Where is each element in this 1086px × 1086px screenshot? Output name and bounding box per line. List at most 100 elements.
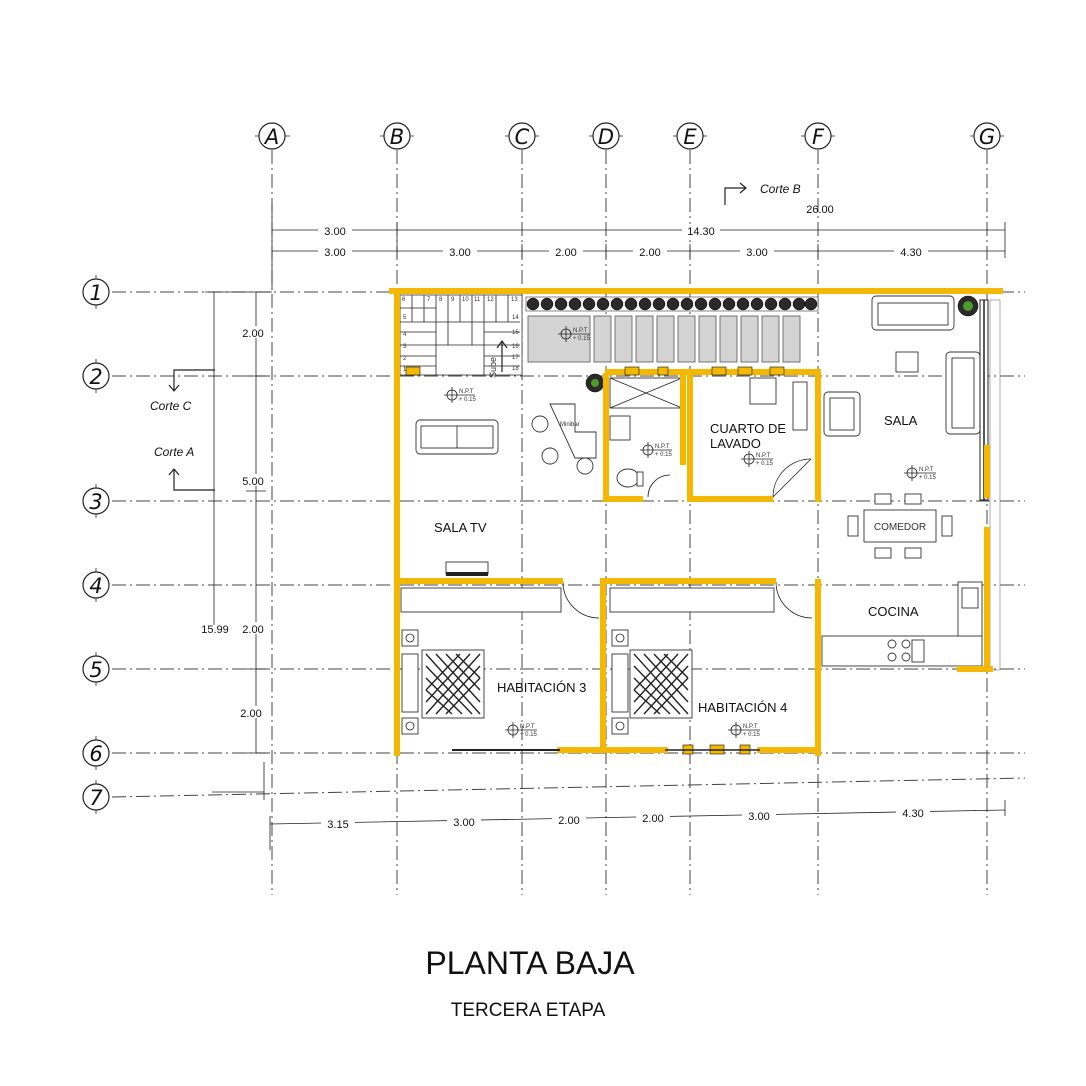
bed-habitacion-4 xyxy=(611,629,693,735)
stair-step-15: 4 xyxy=(403,332,407,338)
npt-marker-6: N.P.T + 0.15 xyxy=(505,722,538,738)
room-sala-tv: SALA TV xyxy=(434,520,487,535)
stair-step-2: 7 xyxy=(427,297,431,303)
stair-step-12: 17 xyxy=(512,355,519,361)
npt-marker-4: N.P.T + 0.15 xyxy=(741,451,774,467)
page-subtitle: TERCERA ETAPA xyxy=(451,1000,606,1021)
armchair-sala xyxy=(823,391,861,437)
planter-9 xyxy=(761,315,780,363)
room-habitacion-3: HABITACIÓN 3 xyxy=(497,680,586,695)
room-labels: SALA TV CUARTO DE LAVADO SALA COCINA HAB… xyxy=(434,413,919,715)
bubble-f-label: F xyxy=(812,125,825,149)
room-cuarto-lavado-line1: CUARTO DE xyxy=(710,421,786,436)
stair-step-5: 10 xyxy=(462,297,469,303)
door-swing-hab3 xyxy=(562,581,600,619)
bubble-d: D xyxy=(589,122,623,150)
bubble-7-label: 7 xyxy=(89,786,103,810)
bubble-7: 7 xyxy=(82,780,110,814)
corte-c-label: Corte C xyxy=(150,399,192,413)
dim-top-first: 3.00 xyxy=(324,226,345,238)
section-markers: Corte B Corte C Corte A xyxy=(150,182,801,491)
closet-habitacion-3 xyxy=(400,587,562,613)
dim-row2-2: 3.00 xyxy=(449,247,470,259)
page-title: PLANTA BAJA xyxy=(425,945,635,981)
planter-2 xyxy=(614,315,633,363)
dining-table: COMEDOR xyxy=(847,493,953,559)
stair-step-17: 2 xyxy=(403,356,407,362)
npt-value-4: + 0.15 xyxy=(756,461,774,467)
room-cuarto-lavado-line2: LAVADO xyxy=(710,436,761,451)
bubble-1: 1 xyxy=(82,275,110,309)
planter-1 xyxy=(593,315,612,363)
sofa-sala-top xyxy=(871,295,955,331)
dim-left-1: 2.00 xyxy=(242,328,263,340)
bubble-4: 4 xyxy=(82,568,110,602)
minibar-label: Minibar xyxy=(560,422,580,428)
bubble-3-label: 3 xyxy=(89,490,102,514)
planter-4 xyxy=(656,315,675,363)
furniture: Minibar xyxy=(400,295,1001,735)
npt-label-6: N.P.T xyxy=(520,724,535,730)
minibar: Minibar xyxy=(531,403,597,475)
tv-unit xyxy=(445,561,489,576)
stair-step-1: 6 xyxy=(402,297,406,303)
stair-step-9: 14 xyxy=(512,315,519,321)
bubble-g-label: G xyxy=(979,125,995,149)
bubble-1-label: 1 xyxy=(89,281,102,305)
level-markers: N.P.T + 0.15 N.P.T + 0.15 N.P.T + 0.15 N… xyxy=(444,326,937,738)
dim-bottom-1: 3.15 xyxy=(327,819,348,831)
npt-value-5: + 0.15 xyxy=(919,475,937,481)
bubble-4-label: 4 xyxy=(89,574,102,598)
npt-label-7: N.P.T xyxy=(743,724,758,730)
stair-step-11: 16 xyxy=(512,344,519,350)
dim-left-2: 5.00 xyxy=(242,476,263,488)
walls xyxy=(389,288,1003,756)
dimensions: 3.00 14.30 3.00 3.00 2.00 2.00 3.00 4.30… xyxy=(201,204,1006,850)
bubble-2-label: 2 xyxy=(89,365,102,389)
npt-label-5: N.P.T xyxy=(919,467,934,473)
stair-step-7: 12 xyxy=(487,297,494,303)
corte-b-marker: Corte B xyxy=(724,182,801,205)
dim-bottom-4: 2.00 xyxy=(642,813,663,825)
dim-left-3: 2.00 xyxy=(242,624,263,636)
comedor-label: COMEDOR xyxy=(874,522,926,533)
dim-row2-6: 4.30 xyxy=(900,247,921,259)
dim-bottom-2: 3.00 xyxy=(453,817,474,829)
staircase: 6 7 8 9 10 11 12 13 14 15 16 17 18 5 4 3… xyxy=(399,294,523,378)
bubble-f: F xyxy=(801,122,835,150)
planter-7 xyxy=(719,315,738,363)
stair-step-14: 5 xyxy=(403,315,407,321)
stair-step-18: 1 xyxy=(403,367,407,373)
laundry-fixtures xyxy=(749,377,812,498)
stair-step-16: 3 xyxy=(403,344,407,350)
bubble-5: 5 xyxy=(82,652,110,686)
bubble-2: 2 xyxy=(82,359,110,393)
npt-marker-3: N.P.T + 0.15 xyxy=(640,442,673,458)
bathroom-fixtures xyxy=(609,377,683,498)
room-sala: SALA xyxy=(884,413,918,428)
bubble-c: C xyxy=(505,122,539,150)
npt-label-1: N.P.T xyxy=(459,389,474,395)
dim-left-total: 15.99 xyxy=(201,624,229,636)
grid-bubbles: A B C D E F G xyxy=(82,122,1004,814)
bubble-b: B xyxy=(380,122,414,150)
corte-a-label: Corte A xyxy=(154,445,194,459)
kitchen-counter xyxy=(821,581,983,667)
npt-marker-1: N.P.T + 0.15 xyxy=(444,387,477,403)
window-strip-right xyxy=(989,299,1001,671)
bubble-e-label: E xyxy=(683,125,697,149)
door-swing-hab4 xyxy=(775,581,813,619)
bubble-3: 3 xyxy=(82,484,110,518)
dim-overall-top: 14.30 xyxy=(687,226,715,238)
npt-label-4: N.P.T xyxy=(756,453,771,459)
sofa-sala-right xyxy=(945,351,981,435)
planter-3 xyxy=(635,315,654,363)
room-cocina: COCINA xyxy=(868,604,919,619)
closet-habitacion-4 xyxy=(609,587,775,613)
corte-c-marker: Corte C xyxy=(150,369,215,413)
plant-hall-icon xyxy=(585,373,605,393)
corte-b-label: Corte B xyxy=(760,182,801,196)
planter-large xyxy=(527,315,591,363)
dim-row2-5: 3.00 xyxy=(746,247,767,259)
